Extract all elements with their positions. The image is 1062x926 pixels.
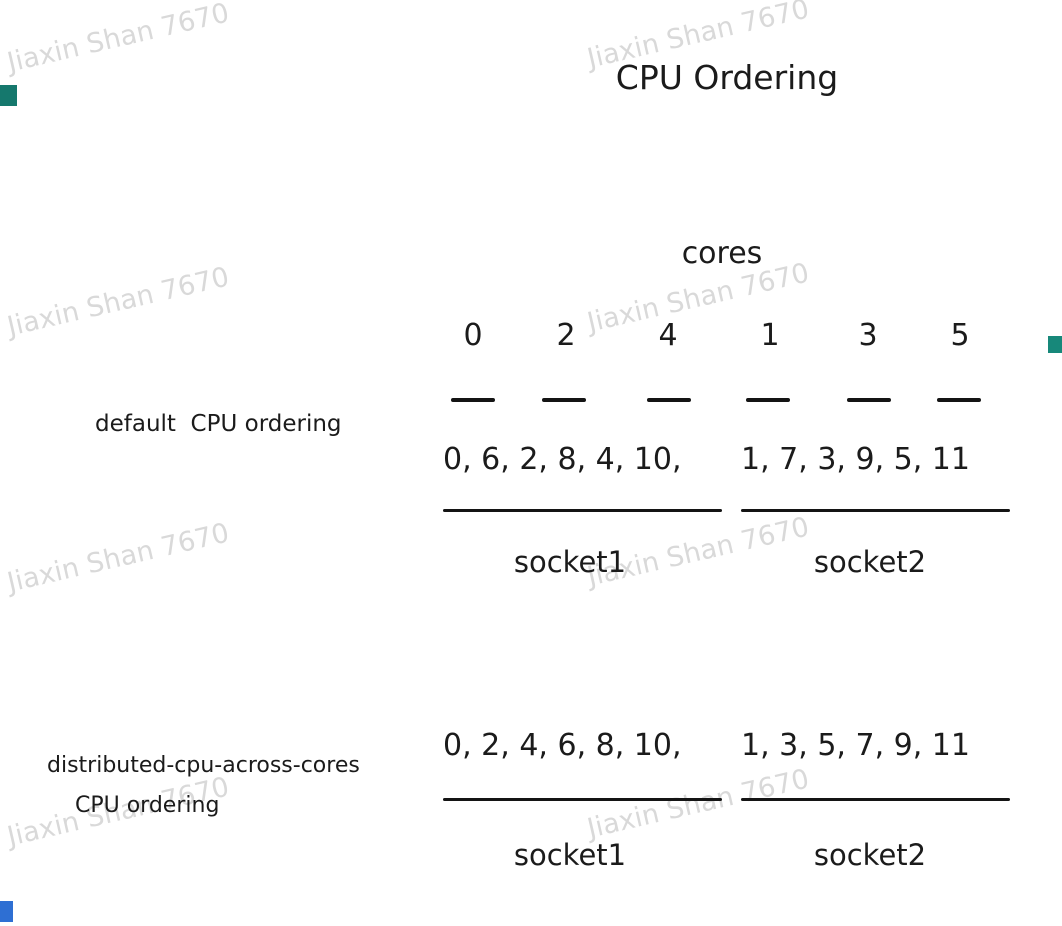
accent-square-bottom-left	[0, 901, 13, 922]
default-socket2-underline	[741, 509, 1010, 512]
distributed-ordering-label-line1: distributed-cpu-across-cores	[47, 753, 360, 778]
core-tick	[937, 398, 981, 402]
core-number-4: 4	[658, 318, 678, 353]
distributed-socket2-underline	[741, 798, 1010, 801]
distributed-socket2-cpu-list: 1, 3, 5, 7, 9, 11	[741, 728, 970, 763]
core-tick	[847, 398, 891, 402]
accent-square-right	[1048, 336, 1062, 353]
cores-label: cores	[681, 236, 763, 271]
core-tick	[542, 398, 586, 402]
distributed-socket1-underline	[443, 798, 722, 801]
watermark: Jiaxin Shan 7670	[4, 517, 233, 599]
default-socket1-underline	[443, 509, 722, 512]
core-tick	[647, 398, 691, 402]
distributed-socket1-label: socket1	[513, 838, 627, 872]
default-socket2-cpu-list: 1, 7, 3, 9, 5, 11	[741, 442, 970, 477]
core-number-5: 5	[950, 318, 970, 353]
default-ordering-label: default CPU ordering	[95, 411, 342, 437]
default-socket1-label: socket1	[513, 545, 627, 579]
watermark: Jiaxin Shan 7670	[4, 261, 233, 343]
core-number-0: 0	[463, 318, 483, 353]
core-number-2: 2	[556, 318, 576, 353]
core-tick	[746, 398, 790, 402]
watermark: Jiaxin Shan 7670	[584, 763, 813, 845]
watermark: Jiaxin Shan 7670	[4, 0, 233, 79]
distributed-ordering-label-line2: CPU ordering	[75, 793, 220, 818]
default-socket2-label: socket2	[813, 545, 927, 579]
core-number-1: 1	[760, 318, 780, 353]
core-number-3: 3	[858, 318, 878, 353]
accent-square-top-left	[0, 85, 17, 106]
distributed-socket2-label: socket2	[813, 838, 927, 872]
default-socket1-cpu-list: 0, 6, 2, 8, 4, 10,	[443, 442, 682, 477]
core-tick	[451, 398, 495, 402]
distributed-socket1-cpu-list: 0, 2, 4, 6, 8, 10,	[443, 728, 682, 763]
page-title: CPU Ordering	[615, 58, 839, 97]
